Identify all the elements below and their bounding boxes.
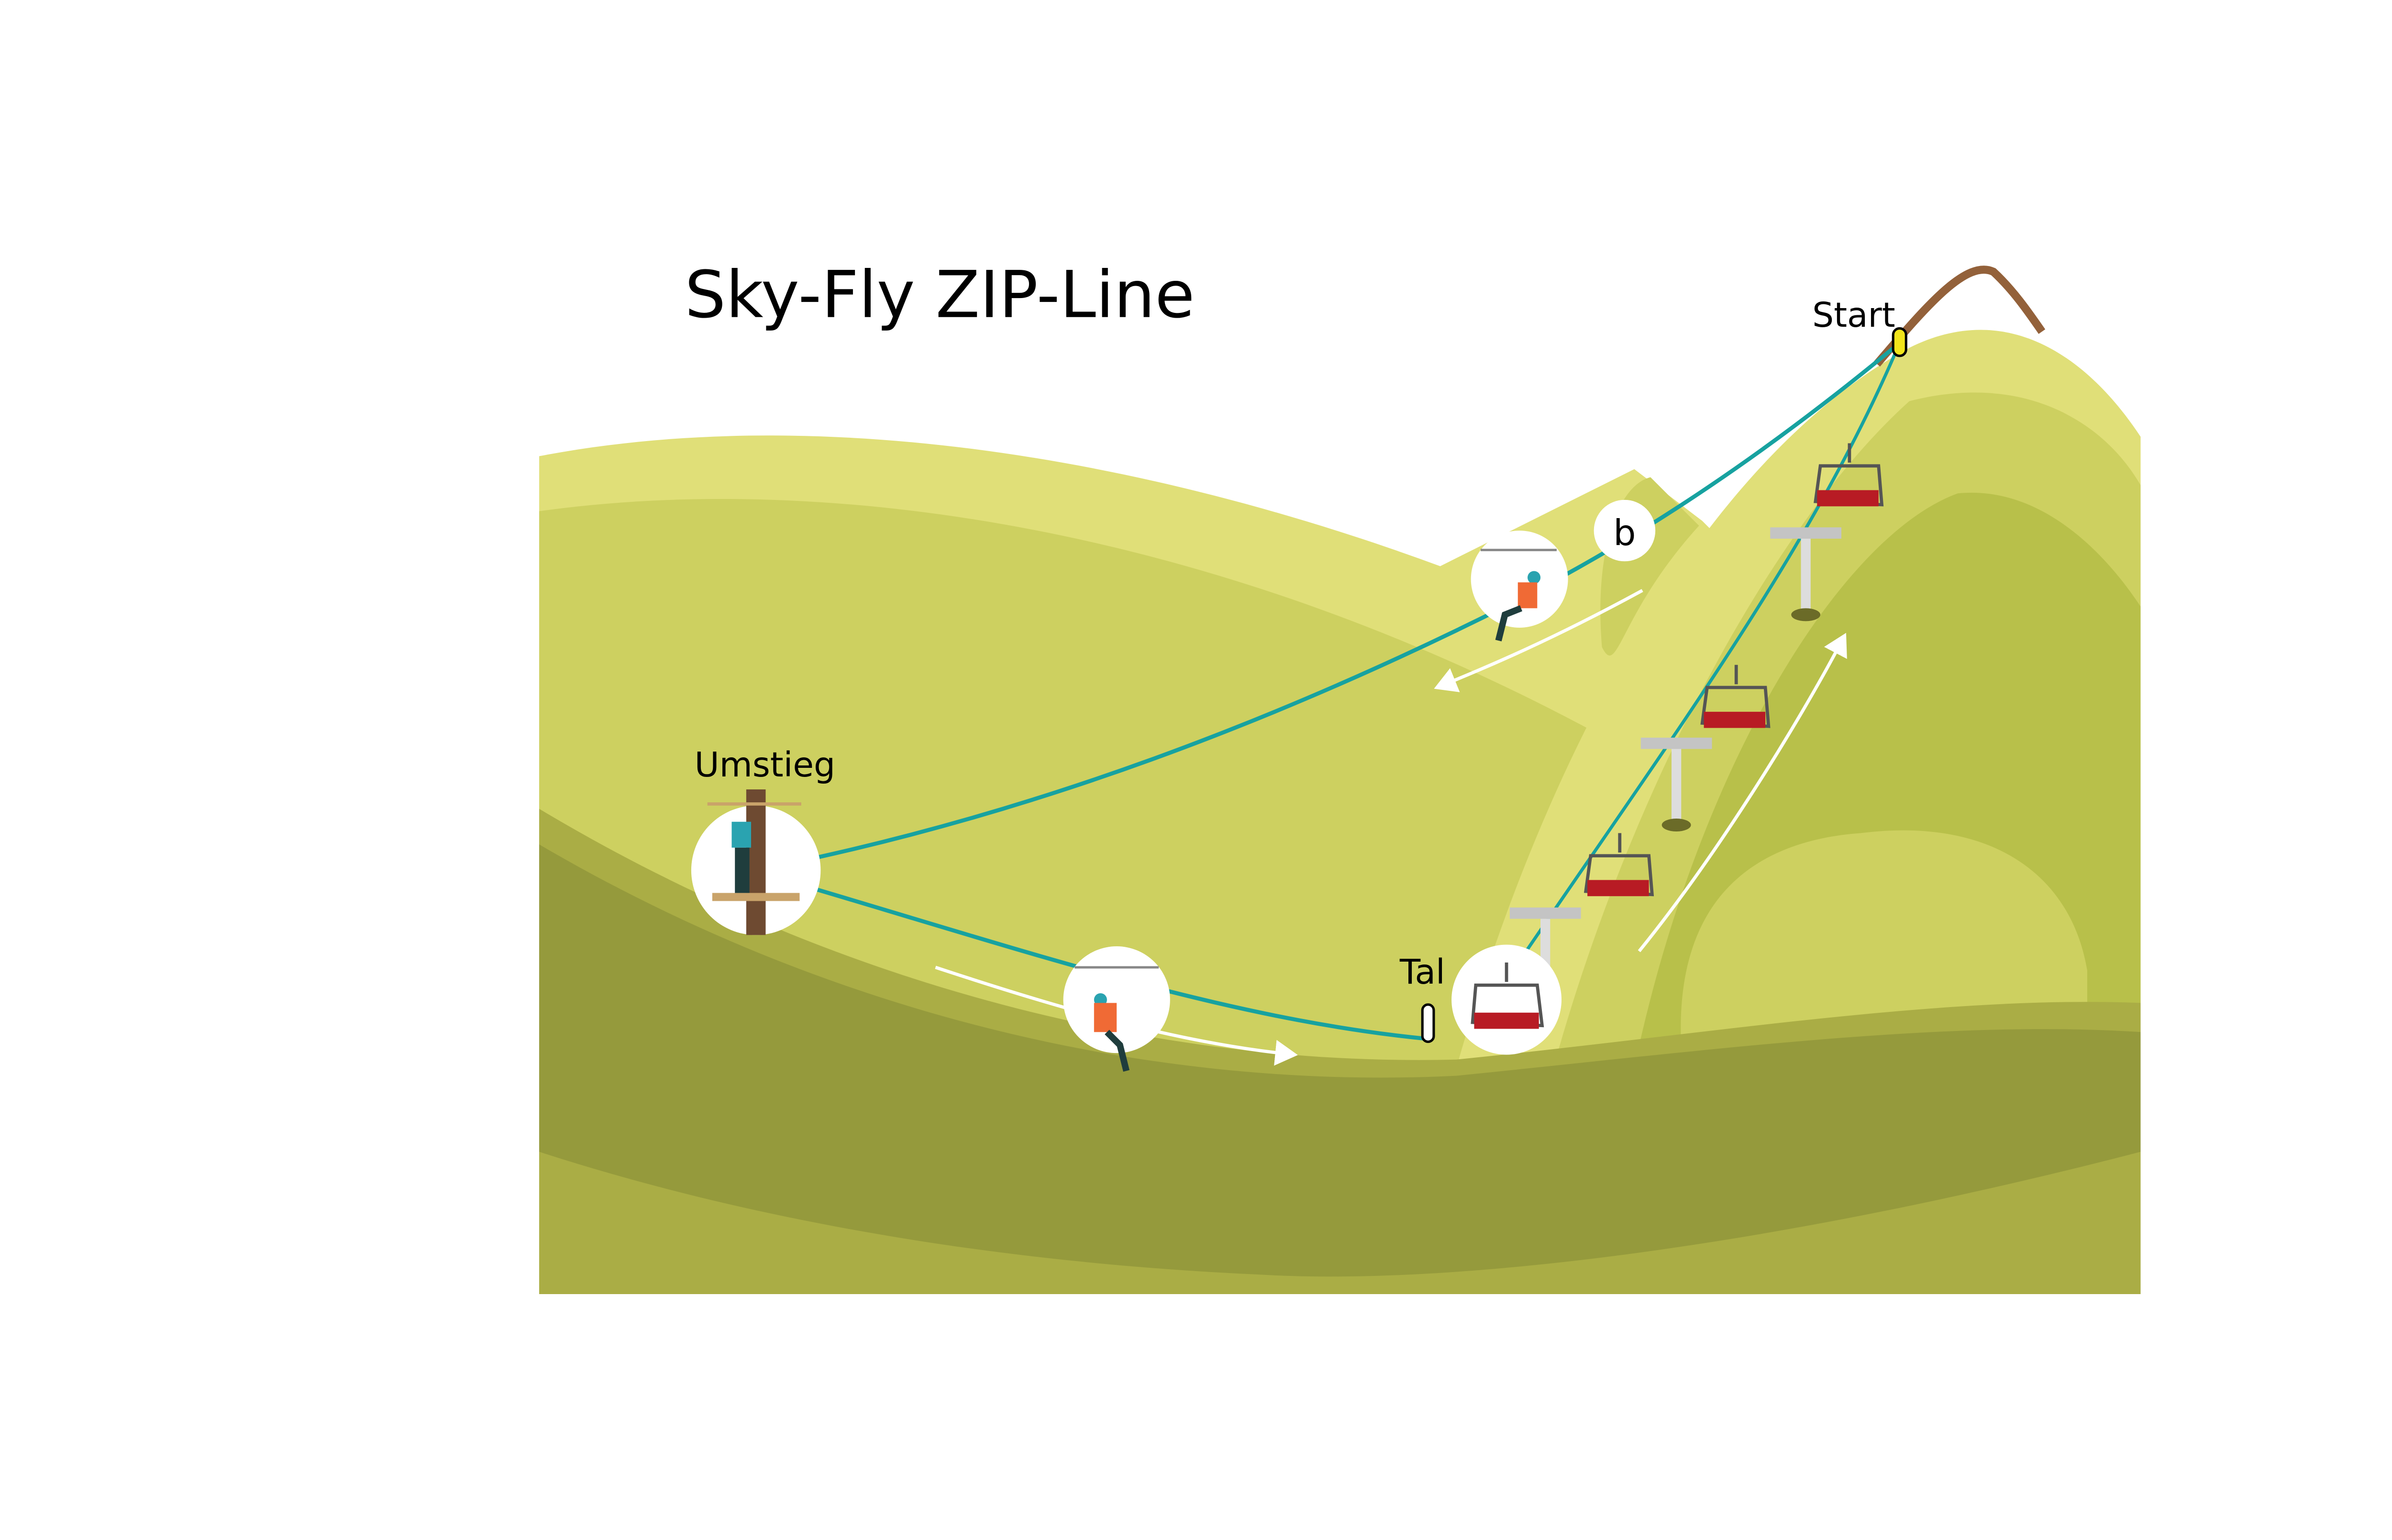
rider-lower-icon	[1063, 946, 1170, 1072]
transfer-label: Umstieg	[695, 745, 835, 785]
valley-chairlift-icon	[1451, 944, 1562, 1055]
direction-arrow	[1434, 589, 1643, 692]
lift-tower	[1640, 737, 1712, 831]
chairlift-chair-icon	[1814, 443, 1884, 507]
ground	[539, 844, 2141, 1277]
landscape	[539, 330, 2141, 1295]
lift-tower	[1770, 527, 1842, 621]
transfer-platform-icon	[691, 789, 821, 935]
section-marker-b: b	[1594, 499, 1656, 562]
zipline-upper-section	[817, 341, 1901, 860]
start-marker	[1892, 327, 1907, 357]
svg-text:b: b	[1613, 512, 1636, 554]
mountain-trail	[1873, 266, 2046, 367]
lift-tower	[1509, 907, 1581, 968]
chairlift-chair-icon	[1700, 665, 1771, 728]
chairlift-cable	[1511, 342, 1901, 972]
direction-arrow	[1638, 632, 1847, 953]
valley-label: Tal	[1399, 952, 1445, 992]
diagram-title: Sky-Fly ZIP-Line	[685, 257, 1195, 332]
chairlift-chair-icon	[1584, 833, 1654, 897]
rider-upper-icon	[1471, 531, 1568, 642]
valley-marker	[1421, 1003, 1435, 1043]
start-label: Start	[1812, 295, 1895, 335]
